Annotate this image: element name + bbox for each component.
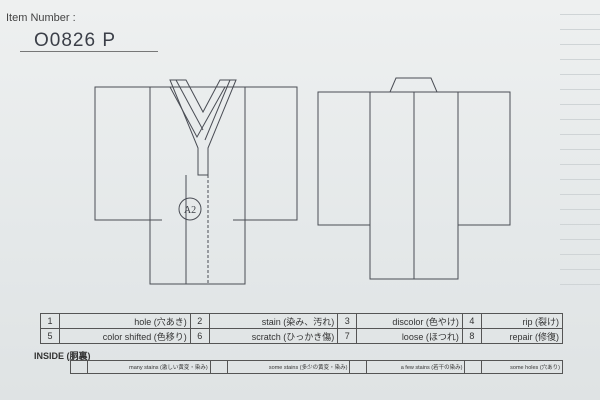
item-number-underline [20, 51, 158, 52]
legend-label: rip (裂け) [480, 313, 564, 329]
legend-label: scratch (ひっかき傷) [208, 328, 339, 344]
inside-item-label: some holes (穴あり) [481, 360, 563, 374]
inside-section-title: INSIDE (胴裏) [34, 351, 91, 361]
back-view-outline [317, 77, 511, 280]
legend-label: hole (穴あき) [59, 313, 191, 329]
front-body [149, 86, 246, 285]
inside-row: many stains (激しい黄変・染み) some stains (多少の黄… [70, 360, 563, 374]
legend-label: color shifted (色移り) [59, 328, 191, 344]
inside-checkbox [70, 360, 88, 374]
legend-row: 1 hole (穴あき) 2 stain (染み、汚れ) 3 discolor … [40, 313, 564, 329]
item-number-label: Item Number : [6, 12, 76, 24]
legend-code: 2 [189, 313, 210, 329]
collar-inner-left [175, 79, 204, 131]
front-collar [169, 79, 237, 176]
damage-legend-table: 1 hole (穴あき) 2 stain (染み、汚れ) 3 discolor … [40, 313, 564, 344]
legend-code: 6 [189, 328, 210, 344]
front-right-sleeve [244, 86, 298, 221]
inside-checkbox [209, 360, 228, 374]
back-collar [389, 77, 438, 93]
legend-code: 8 [461, 328, 482, 344]
item-number-value: O0826 P [34, 30, 116, 51]
inside-item-label: many stains (激しい黄変・染み) [87, 360, 211, 374]
legend-code: 5 [40, 328, 60, 344]
damage-mark-circle [178, 197, 202, 221]
legend-code: 7 [337, 328, 358, 344]
legend-row: 5 color shifted (色移り) 6 scratch (ひっかき傷) … [40, 328, 564, 344]
damage-mark-label: A2 [184, 205, 196, 216]
legend-label: loose (ほつれ) [356, 328, 463, 344]
back-right-sleeve [457, 91, 511, 226]
garment-diagram: A2 [94, 77, 511, 285]
front-view-outline [94, 79, 298, 285]
inside-checkbox [349, 360, 368, 374]
legend-code: 1 [40, 313, 60, 329]
legend-label: repair (修復) [480, 328, 564, 344]
legend-code: 3 [337, 313, 358, 329]
inside-item-label: a few stains (若干の染み) [366, 360, 466, 374]
legend-label: discolor (色やけ) [356, 313, 463, 329]
inside-checkbox [464, 360, 483, 374]
background-ruled-lines [560, 0, 600, 300]
legend-label: stain (染み、汚れ) [208, 313, 339, 329]
front-neckline [150, 86, 245, 139]
back-left-sleeve [317, 91, 371, 226]
front-left-sleeve [94, 86, 151, 221]
inside-condition-table: many stains (激しい黄変・染み) some stains (多少の黄… [70, 360, 563, 374]
inside-item-label: some stains (多少の黄変・染み) [226, 360, 351, 374]
collar-inner-right [204, 79, 231, 141]
legend-code: 4 [461, 313, 482, 329]
